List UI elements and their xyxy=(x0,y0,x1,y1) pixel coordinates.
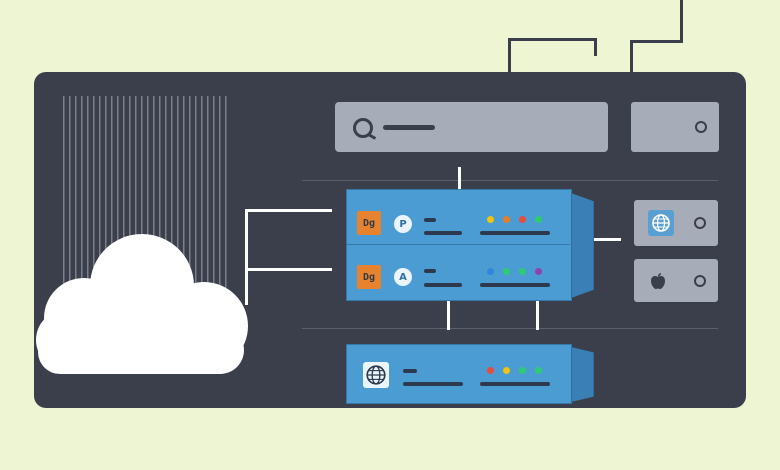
status-light xyxy=(535,367,542,374)
status-light xyxy=(487,367,494,374)
unit-status-bar xyxy=(480,382,550,386)
button-indicator-icon xyxy=(694,217,706,229)
server-rack: Dg P Dg A xyxy=(346,189,594,302)
status-light xyxy=(519,216,526,223)
wire-upper-horizontal xyxy=(245,209,332,212)
wire-top-vertical xyxy=(458,167,461,189)
button-indicator-icon xyxy=(695,121,707,133)
cable-left-bridge xyxy=(508,38,596,41)
status-light xyxy=(519,367,526,374)
status-light xyxy=(535,216,542,223)
wire-bottom-right xyxy=(536,300,539,330)
base-server xyxy=(346,344,594,406)
wire-right-horizontal xyxy=(593,238,621,241)
divider-top xyxy=(302,180,718,181)
search-icon xyxy=(353,118,373,138)
cable-right-bridge xyxy=(630,40,682,43)
apple-button[interactable] xyxy=(634,259,718,302)
button-indicator-icon xyxy=(694,275,706,287)
cloud-icon xyxy=(36,234,248,374)
globe-icon xyxy=(363,362,389,388)
cable-right-top xyxy=(630,40,633,74)
unit-label-bar-short xyxy=(403,369,417,373)
divider-bottom xyxy=(302,328,718,329)
unit-label-bar-long xyxy=(403,382,463,386)
unit-label-bar-long xyxy=(424,283,462,287)
status-light xyxy=(503,216,510,223)
globe-button[interactable] xyxy=(634,200,718,246)
wire-left-vertical xyxy=(245,209,248,305)
server-side xyxy=(571,193,594,298)
status-light xyxy=(487,216,494,223)
globe-icon xyxy=(648,210,674,236)
cable-right-rise xyxy=(680,0,683,43)
search-placeholder-line xyxy=(383,125,435,130)
server-badge: Dg xyxy=(357,211,381,235)
search-bar[interactable] xyxy=(335,102,608,152)
status-light xyxy=(535,268,542,275)
server-side xyxy=(571,347,594,402)
unit-label-bar-short xyxy=(424,218,436,222)
top-right-button[interactable] xyxy=(631,102,719,152)
status-light xyxy=(519,268,526,275)
wire-bottom-left xyxy=(447,300,450,330)
unit-status-bar xyxy=(480,283,550,287)
status-light xyxy=(503,367,510,374)
server-seam xyxy=(346,244,570,245)
unit-label-bar-long xyxy=(424,231,462,235)
server-front xyxy=(346,189,572,301)
status-light xyxy=(503,268,510,275)
apple-icon xyxy=(646,269,670,293)
wire-lower-horizontal xyxy=(245,268,332,271)
server-status-letter: A xyxy=(394,268,412,286)
cable-left-top xyxy=(508,38,511,74)
unit-label-bar-short xyxy=(424,269,436,273)
unit-status-bar xyxy=(480,231,550,235)
status-light xyxy=(487,268,494,275)
server-status-letter: P xyxy=(394,215,412,233)
server-badge: Dg xyxy=(357,265,381,289)
cable-left-drop xyxy=(594,38,597,56)
